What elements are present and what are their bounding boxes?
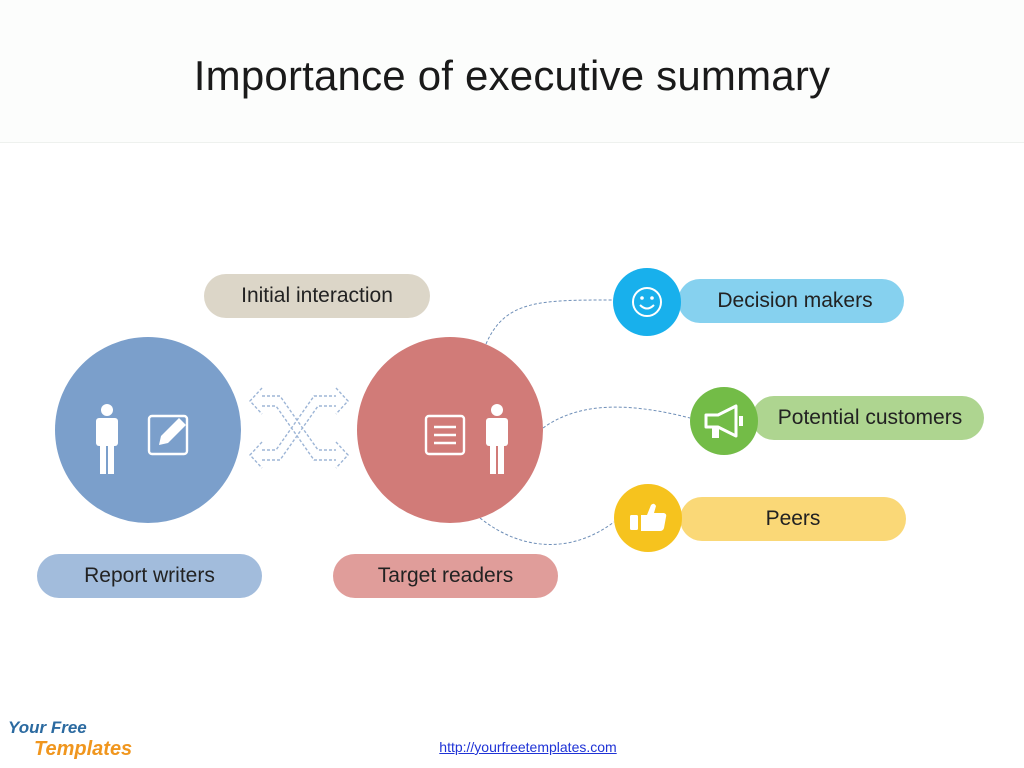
peers-label: Peers <box>680 497 906 541</box>
target-readers-circle <box>357 337 543 523</box>
crossed-arrows-icon <box>249 387 349 469</box>
slide-title: Importance of executive summary <box>193 52 831 99</box>
dashed-connector-curves <box>479 299 691 545</box>
title-band <box>0 0 1024 143</box>
potential-customers-label: Potential customers <box>752 396 984 440</box>
logo-text-bottom: Templates <box>34 738 133 760</box>
decision-makers-badge <box>613 268 681 336</box>
thumbs-up-icon <box>630 503 667 531</box>
logo-text-top: Your Free <box>8 718 87 737</box>
report-writers-circle <box>55 337 241 523</box>
footer-url-link[interactable]: http://yourfreetemplates.com <box>439 739 617 755</box>
peers-badge <box>614 484 682 552</box>
initial-interaction-label: Initial interaction <box>204 274 430 318</box>
decision-makers-label: Decision makers <box>678 279 904 323</box>
target-readers-label: Target readers <box>333 554 558 598</box>
megaphone-icon <box>704 404 743 438</box>
brand-logo: Your Free Templates <box>8 718 138 764</box>
potential-customers-badge <box>690 387 758 455</box>
person-icon <box>486 404 508 474</box>
person-icon <box>96 404 118 474</box>
report-writers-label: Report writers <box>37 554 262 598</box>
document-icon <box>424 414 466 456</box>
edit-note-icon <box>147 414 189 456</box>
smiley-icon <box>632 287 662 317</box>
